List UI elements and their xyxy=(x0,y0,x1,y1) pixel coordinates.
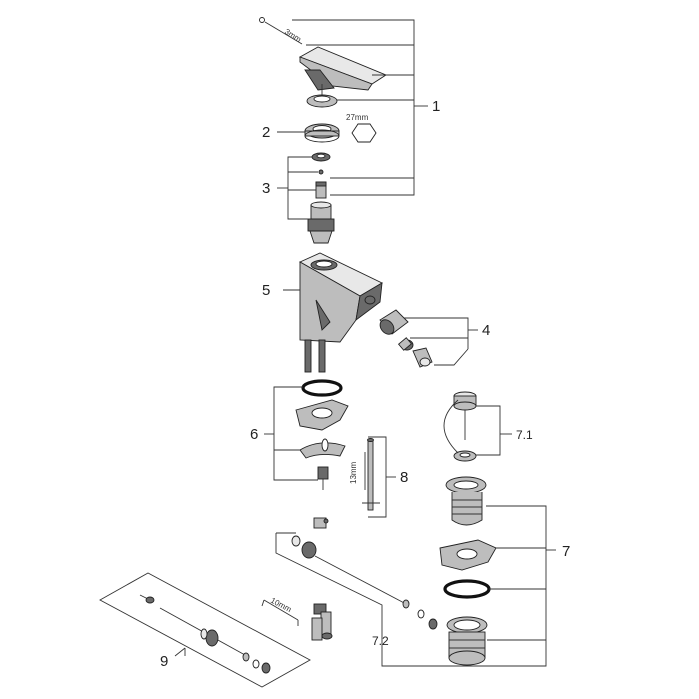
fixing-nut xyxy=(317,466,329,490)
o-ring xyxy=(301,379,343,397)
support-plate xyxy=(295,399,349,431)
label-7-2: 7.2 xyxy=(372,634,389,648)
stud-size-label: 13mm xyxy=(349,461,358,484)
hex-nut-icon xyxy=(351,123,377,143)
drain-linkage xyxy=(291,517,438,630)
label-3: 3 xyxy=(262,180,270,197)
waste-set xyxy=(439,391,497,666)
fixing-clip xyxy=(299,438,346,459)
pivot-rod xyxy=(314,555,409,606)
label-6: 6 xyxy=(250,426,258,443)
label-8-callout: 8 xyxy=(368,436,408,518)
pivot-washer xyxy=(417,609,425,619)
linkage-bush xyxy=(291,535,317,559)
label-1: 1 xyxy=(432,98,440,115)
lever-handle xyxy=(298,46,387,91)
nut-size-callout: 27mm xyxy=(346,113,377,143)
waste-gasket xyxy=(439,539,497,571)
threaded-stud-group: 13mm xyxy=(349,438,380,511)
label-7-1-callout: 7.1 xyxy=(443,399,533,456)
clevis-clamp xyxy=(313,517,329,529)
cartridge xyxy=(307,201,335,244)
plug-seal xyxy=(453,450,477,462)
aerator-insert xyxy=(397,337,414,351)
waste-nut xyxy=(446,616,488,666)
adapter-piece xyxy=(315,181,327,199)
extension-kit xyxy=(99,572,311,688)
kit-lift-rod xyxy=(139,594,246,656)
aerator-housing xyxy=(379,309,409,335)
waste-body xyxy=(445,476,487,526)
label-9: 9 xyxy=(160,653,168,670)
label-5: 5 xyxy=(262,282,270,299)
label-3-callout: 3 xyxy=(262,156,318,220)
flex-hose-left xyxy=(304,339,312,373)
small-screw xyxy=(318,169,324,175)
pivot-nut xyxy=(428,618,438,630)
cap-ring xyxy=(306,94,338,108)
label-4: 4 xyxy=(482,322,490,339)
label-4-callout: 4 xyxy=(404,317,490,366)
aerator-group xyxy=(379,309,433,368)
rod-10mm: 10mm xyxy=(261,596,299,626)
threaded-stud xyxy=(362,438,380,511)
nut-size-label: 27mm xyxy=(346,113,369,122)
cartridge-ring xyxy=(311,152,331,162)
pop-up-plug xyxy=(453,391,477,440)
kit-bush xyxy=(200,628,219,647)
rod-size-label: 10mm xyxy=(269,596,293,615)
kit-frame xyxy=(99,572,311,688)
label-2: 2 xyxy=(262,124,270,141)
label-6-callout: 6 xyxy=(250,386,318,481)
handle-group: 3mm xyxy=(259,17,387,108)
label-7-1: 7.1 xyxy=(516,428,533,442)
label-7-2-callout: 7.2 xyxy=(275,532,451,667)
label-8: 8 xyxy=(400,469,408,486)
connector-fitting xyxy=(311,603,333,641)
faucet-body xyxy=(299,252,383,373)
label-7-callout: 7 xyxy=(451,505,570,667)
bonnet-nut xyxy=(304,123,340,143)
aerator-key xyxy=(412,347,433,368)
hex-key-size-label: 3mm xyxy=(283,27,303,44)
flex-hose-right xyxy=(318,339,326,373)
label-7: 7 xyxy=(562,543,570,560)
mounting-set xyxy=(295,379,349,490)
waste-o-ring xyxy=(443,579,491,599)
label-1-callout: 1 xyxy=(292,19,440,196)
cartridge-group xyxy=(307,152,335,244)
hex-key-3mm: 3mm xyxy=(259,17,303,45)
